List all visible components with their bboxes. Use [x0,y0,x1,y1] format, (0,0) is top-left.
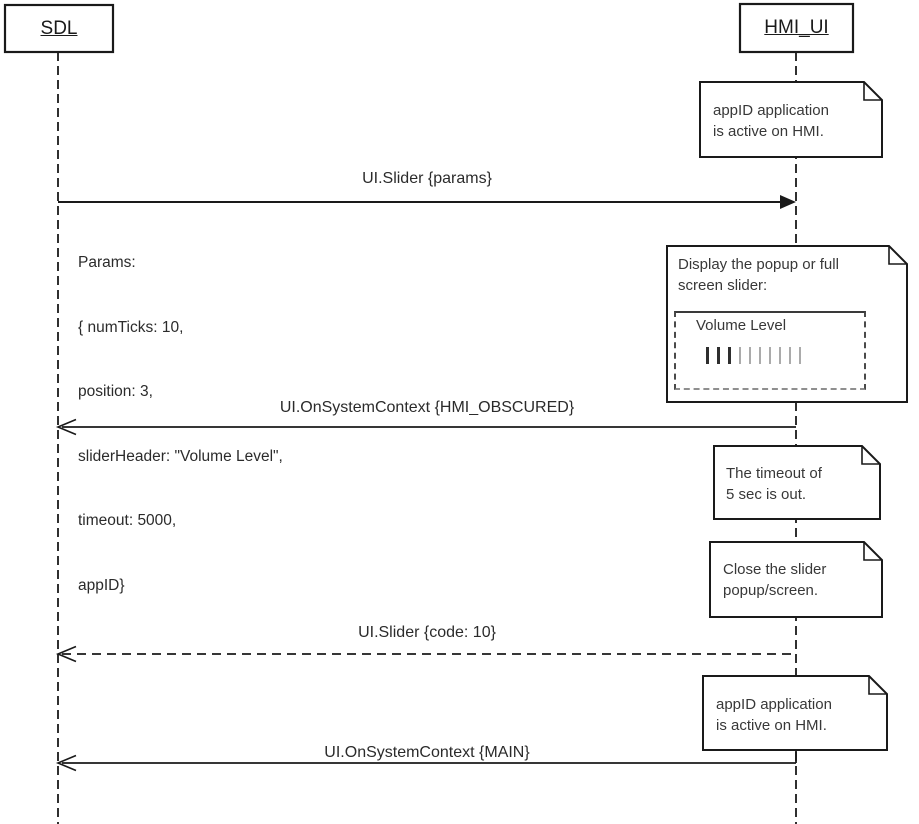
slider-tick [799,347,801,364]
message-arrow-ui-slider-code [55,645,796,663]
note-app-active-2: appID application is active on HMI. [716,696,832,734]
participant-sdl: SDL [5,5,113,52]
slider-ticks [706,347,801,364]
slider-tick [759,347,761,364]
note-timeout: The timeout of 5 sec is out. [726,465,822,503]
slider-preview: Volume Level [674,311,866,390]
filled-arrowhead-icon [780,195,796,209]
slider-tick [706,347,709,364]
participant-label-sdl: SDL [40,17,78,39]
message-label-onsystemcontext-obscured: UI.OnSystemContext {HMI_OBSCURED} [279,399,575,416]
note-shape-close-slider [709,541,883,618]
open-arrowhead-icon [55,418,77,436]
slider-tick [789,347,791,364]
participant-box-sdl [3,3,115,54]
slider-tick [739,347,741,364]
slider-tick [728,347,731,364]
note-close-slider: Close the slider popup/screen. [723,561,827,599]
params-annotation: Params: { numTicks: 10, position: 3, sli… [78,254,283,594]
slider-tick [749,347,751,364]
message-label-ui-slider-params: UI.Slider {params} [362,170,492,187]
slider-header: Volume Level [696,317,787,334]
participant-box-hmi-ui [738,2,855,54]
note-shape-app-active-1 [699,81,883,158]
slider-tick [717,347,720,364]
message-arrow-onsystemcontext-main [55,750,797,772]
note-shape-display-slider [666,245,908,403]
note-shape-timeout [713,445,881,520]
participant-label-hmi-ui: HMI_UI [764,17,829,38]
message-arrow-onsystemcontext-obscured [55,418,796,436]
message-label-onsystemcontext-main: UI.OnSystemContext {MAIN} [324,744,530,761]
slider-tick [769,347,771,364]
note-display-slider: Display the popup or full screen slider: [678,256,839,294]
message-label-ui-slider-code: UI.Slider {code: 10} [358,624,496,641]
message-arrow-ui-slider-params [58,195,796,209]
note-app-active-1: appID application is active on HMI. [713,102,829,140]
open-arrowhead-icon [55,754,77,772]
open-arrowhead-icon [55,645,77,663]
note-shape-app-active-2 [702,675,888,751]
slider-tick [779,347,781,364]
participant-hmi-ui: HMI_UI [740,4,853,52]
